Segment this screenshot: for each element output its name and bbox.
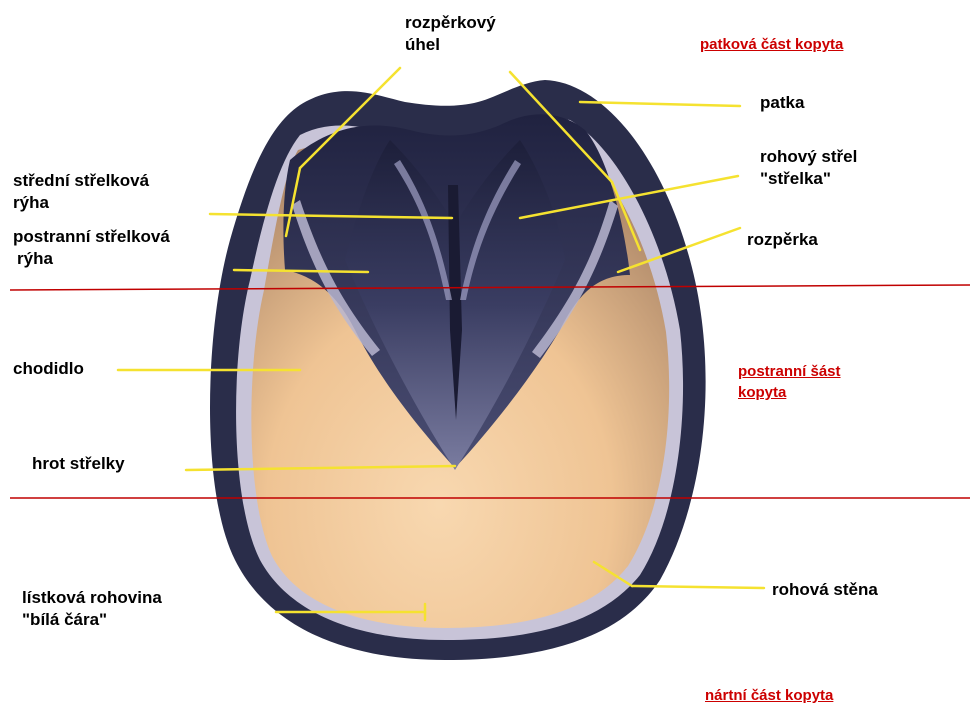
- region-lateral-line2: kopyta: [738, 382, 841, 403]
- region-toe: nártní část kopyta: [705, 685, 833, 706]
- label-listkova-rohovina: lístková rohovina "bílá čára": [22, 587, 162, 631]
- label-postranni-strelkova-ryha: postranní střelková rýha: [13, 226, 170, 270]
- label-stredni-ryha-line1: střední střelková: [13, 170, 149, 192]
- label-rohovy-strel-line2: "střelka": [760, 168, 857, 190]
- region-lateral-line1: postranní šást: [738, 361, 841, 382]
- label-chodidlo: chodidlo: [13, 358, 84, 380]
- label-rohova-stena: rohová stěna: [772, 579, 878, 601]
- label-rohovy-strel-line1: rohový střel: [760, 146, 857, 168]
- label-hrot-strelky: hrot střelky: [32, 453, 125, 475]
- label-rozperka: rozpěrka: [747, 229, 818, 251]
- label-rozperkovy-uhel-line1: rozpěrkový: [405, 12, 496, 34]
- label-patka: patka: [760, 92, 804, 114]
- label-rohovy-strel: rohový střel "střelka": [760, 146, 857, 190]
- label-listkova-line2: "bílá čára": [22, 609, 162, 631]
- label-listkova-line1: lístková rohovina: [22, 587, 162, 609]
- label-stredni-strelkova-ryha: střední střelková rýha: [13, 170, 149, 214]
- label-postranni-ryha-line1: postranní střelková: [13, 226, 170, 248]
- label-stredni-ryha-line2: rýha: [13, 192, 149, 214]
- label-postranni-ryha-line2: rýha: [13, 248, 170, 270]
- region-lateral: postranní šást kopyta: [738, 361, 841, 403]
- label-rozperkovy-uhel-line2: úhel: [405, 34, 496, 56]
- label-rozperkovy-uhel: rozpěrkový úhel: [405, 12, 496, 56]
- region-heel: patková část kopyta: [700, 34, 843, 55]
